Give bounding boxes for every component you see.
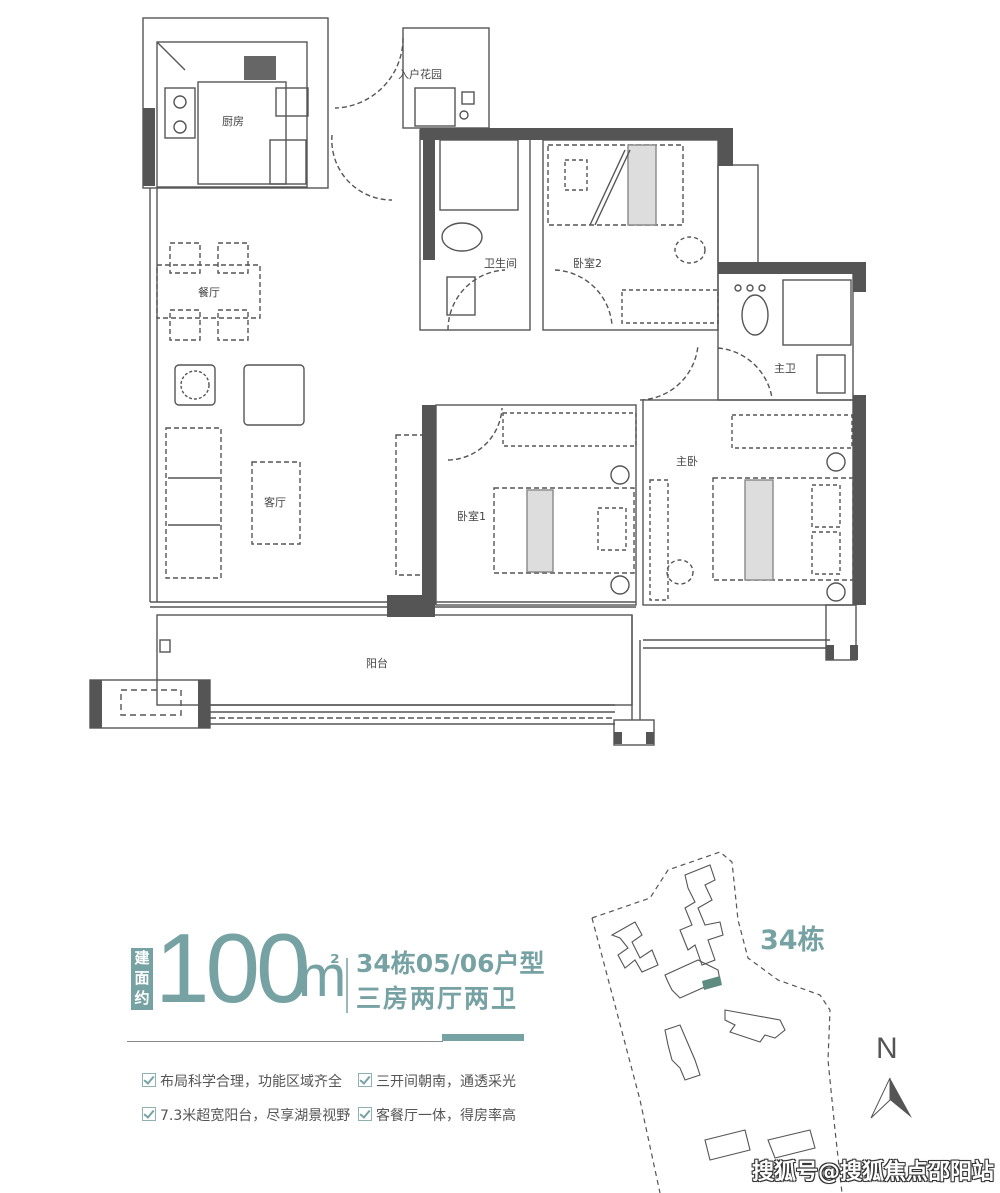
label-master-bath: 主卫 bbox=[774, 362, 796, 375]
north-label: N bbox=[876, 1032, 898, 1065]
area-unit: m bbox=[298, 944, 347, 1009]
label-bedroom2: 卧室2 bbox=[573, 256, 602, 270]
area-badge: 建 面 约 bbox=[131, 948, 153, 1010]
building-label: 34栋 bbox=[760, 925, 825, 956]
title-divider bbox=[346, 958, 348, 1013]
feature-item: 7.3米超宽阳台，尽享湖景视野 bbox=[142, 1106, 350, 1125]
watermark: 搜狐号@搜狐焦点邵阳站 bbox=[752, 1160, 995, 1185]
label-balcony: 阳台 bbox=[366, 656, 388, 670]
checkbox-icon bbox=[358, 1073, 372, 1087]
feature-item: 三开间朝南，通透采光 bbox=[358, 1072, 516, 1091]
underline-accent bbox=[442, 1034, 524, 1041]
layout-type: 三房两厅两卫 bbox=[356, 984, 519, 1013]
site-map bbox=[591, 851, 912, 1193]
label-living: 客厅 bbox=[264, 495, 286, 509]
checkbox-icon bbox=[142, 1107, 156, 1121]
building-outline bbox=[664, 1024, 701, 1081]
building-outline bbox=[704, 1129, 751, 1161]
area-superscript: ² bbox=[330, 951, 340, 976]
building-outline bbox=[679, 864, 724, 966]
feature-text: 布局科学合理，功能区域齐全 bbox=[160, 1074, 342, 1090]
label-master-bedroom: 主卧 bbox=[676, 455, 698, 468]
underline-rule bbox=[127, 1041, 443, 1042]
label-bedroom1: 卧室1 bbox=[457, 509, 486, 523]
label-dining: 餐厅 bbox=[198, 285, 220, 299]
building-outline bbox=[664, 959, 721, 999]
unit-type: 34栋05/06户型 bbox=[356, 949, 545, 978]
area-number: 100 bbox=[155, 913, 311, 1023]
badge-char: 约 bbox=[134, 989, 150, 1007]
building-outline bbox=[724, 1009, 786, 1043]
floor-plan: 厨房 入户花园 卫生间 卧室2 主卫 餐厅 客厅 卧室1 主卧 阳台 bbox=[89, 17, 866, 746]
building-outline bbox=[767, 1129, 816, 1159]
badge-char: 建 bbox=[134, 949, 150, 967]
building-34-highlight bbox=[702, 976, 722, 990]
building-outline bbox=[610, 921, 659, 973]
badge-char: 面 bbox=[134, 969, 150, 987]
checkbox-icon bbox=[142, 1073, 156, 1087]
feature-text: 7.3米超宽阳台，尽享湖景视野 bbox=[160, 1108, 351, 1124]
label-entry-garden: 入户花园 bbox=[398, 67, 442, 81]
feature-item: 布局科学合理，功能区域齐全 bbox=[142, 1072, 342, 1091]
feature-text: 客餐厅一体，得房率高 bbox=[376, 1108, 516, 1124]
site-boundary bbox=[591, 851, 843, 1193]
checkbox-icon bbox=[358, 1107, 372, 1121]
feature-item: 客餐厅一体，得房率高 bbox=[358, 1106, 516, 1125]
feature-text: 三开间朝南，通透采光 bbox=[376, 1074, 516, 1090]
north-arrow-fill bbox=[890, 1078, 912, 1118]
label-bathroom: 卫生间 bbox=[484, 256, 517, 270]
north-arrow-icon bbox=[870, 1077, 891, 1119]
kitchen-outline bbox=[142, 17, 329, 189]
label-kitchen: 厨房 bbox=[222, 115, 244, 128]
